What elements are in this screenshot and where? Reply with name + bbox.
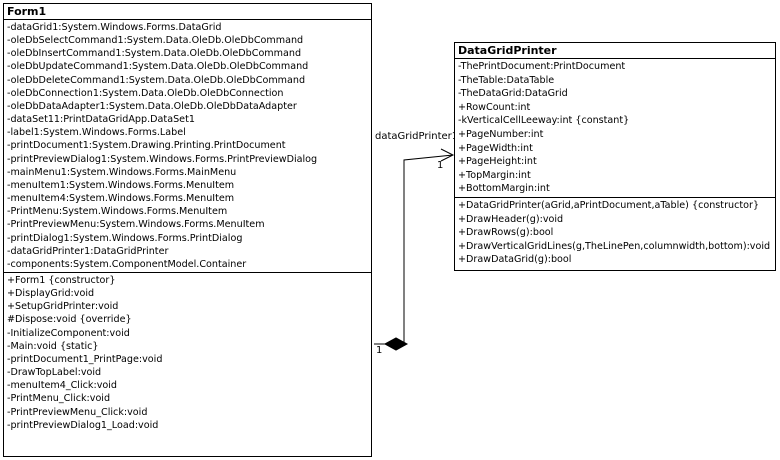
attribute: -PrintMenu:System.Windows.Forms.MenuItem xyxy=(7,206,228,218)
attribute: -menuItem1:System.Windows.Forms.MenuItem xyxy=(7,179,235,191)
attribute: -oleDbDataAdapter1:System.Data.OleDb.Ole… xyxy=(7,100,297,112)
attributes-compartment: -ThePrintDocument:PrintDocument -TheTabl… xyxy=(455,59,775,197)
operation: +DisplayGrid:void xyxy=(7,288,95,300)
attribute: -printDialog1:System.Windows.Forms.Print… xyxy=(7,232,243,244)
attribute: -oleDbSelectCommand1:System.Data.OleDb.O… xyxy=(7,35,304,47)
target-multiplicity: 1 xyxy=(437,160,444,171)
operations-compartment: +Form1 {constructor} +DisplayGrid:void +… xyxy=(4,271,371,433)
attribute: -menuItem4:System.Windows.Forms.MenuItem xyxy=(7,193,235,205)
operation: -Main:void {static} xyxy=(7,340,99,352)
class-datagridprinter[interactable]: DataGridPrinter -ThePrintDocument:PrintD… xyxy=(454,42,776,271)
attribute: -mainMenu1:System.Windows.Forms.MainMenu xyxy=(7,166,237,178)
attribute: +RowCount:int xyxy=(458,101,531,113)
association-line xyxy=(374,154,454,345)
operation: +SetupGridPrinter:void xyxy=(7,301,119,313)
attributes-compartment: -dataGrid1:System.Windows.Forms.DataGrid… xyxy=(4,20,371,272)
attribute: -oleDbConnection1:System.Data.OleDb.OleD… xyxy=(7,87,284,99)
composition-diamond-icon xyxy=(383,337,409,351)
attribute: -TheTable:DataTable xyxy=(458,74,555,86)
attribute: +PageNumber:int xyxy=(458,128,544,140)
operation: +DrawRows(g):bool xyxy=(458,227,554,239)
attribute: +PageHeight:int xyxy=(458,156,537,168)
attribute: +TopMargin:int xyxy=(458,169,531,181)
attribute: -oleDbDeleteCommand1:System.Data.OleDb.O… xyxy=(7,74,306,86)
operations-compartment: +DataGridPrinter(aGrid,aPrintDocument,aT… xyxy=(455,196,775,268)
operation: -printPreviewDialog1_Load:void xyxy=(7,419,159,431)
source-multiplicity: 1 xyxy=(376,345,383,356)
operation: -menuItem4_Click:void xyxy=(7,380,118,392)
attribute: -dataGridPrinter1:DataGridPrinter xyxy=(7,245,169,257)
attribute: +PageWidth:int xyxy=(458,142,533,154)
attribute: -oleDbInsertCommand1:System.Data.OleDb.O… xyxy=(7,48,302,60)
association-role-name: dataGridPrinter1 xyxy=(375,131,459,142)
class-name: Form1 xyxy=(4,4,371,20)
attribute: -dataGrid1:System.Windows.Forms.DataGrid xyxy=(7,22,222,33)
attribute: -PrintPreviewMenu:System.Windows.Forms.M… xyxy=(7,219,265,231)
attribute: -TheDataGrid:DataGrid xyxy=(458,88,568,100)
operation: +DrawDataGrid(g):bool xyxy=(458,254,572,266)
attribute: -label1:System.Windows.Forms.Label xyxy=(7,127,186,139)
class-name: DataGridPrinter xyxy=(455,43,775,59)
attribute: -ThePrintDocument:PrintDocument xyxy=(458,61,626,72)
attribute: -kVerticalCellLeeway:int {constant} xyxy=(458,115,630,127)
attribute: +BottomMargin:int xyxy=(458,183,550,195)
attribute: -components:System.ComponentModel.Contai… xyxy=(7,258,247,270)
class-form1[interactable]: Form1 -dataGrid1:System.Windows.Forms.Da… xyxy=(3,3,372,457)
operation: -DrawTopLabel:void xyxy=(7,367,102,379)
operation: #Dispose:void {override} xyxy=(7,314,132,326)
operation: -PrintPreviewMenu_Click:void xyxy=(7,406,148,418)
operation: -printDocument1_PrintPage:void xyxy=(7,353,163,365)
operation: +DrawHeader(g):void xyxy=(458,213,564,225)
operation: +Form1 {constructor} xyxy=(7,274,116,286)
operation: +DataGridPrinter(aGrid,aPrintDocument,aT… xyxy=(458,199,760,211)
attribute: -printDocument1:System.Drawing.Printing.… xyxy=(7,140,286,152)
operation: -PrintMenu_Click:void xyxy=(7,393,111,405)
operation: -InitializeComponent:void xyxy=(7,327,130,339)
operation: +DrawVerticalGridLines(g,TheLinePen,colu… xyxy=(458,240,771,252)
attribute: -dataSet11:PrintDataGridApp.DataSet1 xyxy=(7,114,195,126)
attribute: -oleDbUpdateCommand1:System.Data.OleDb.O… xyxy=(7,61,309,73)
attribute: -printPreviewDialog1:System.Windows.Form… xyxy=(7,153,318,165)
